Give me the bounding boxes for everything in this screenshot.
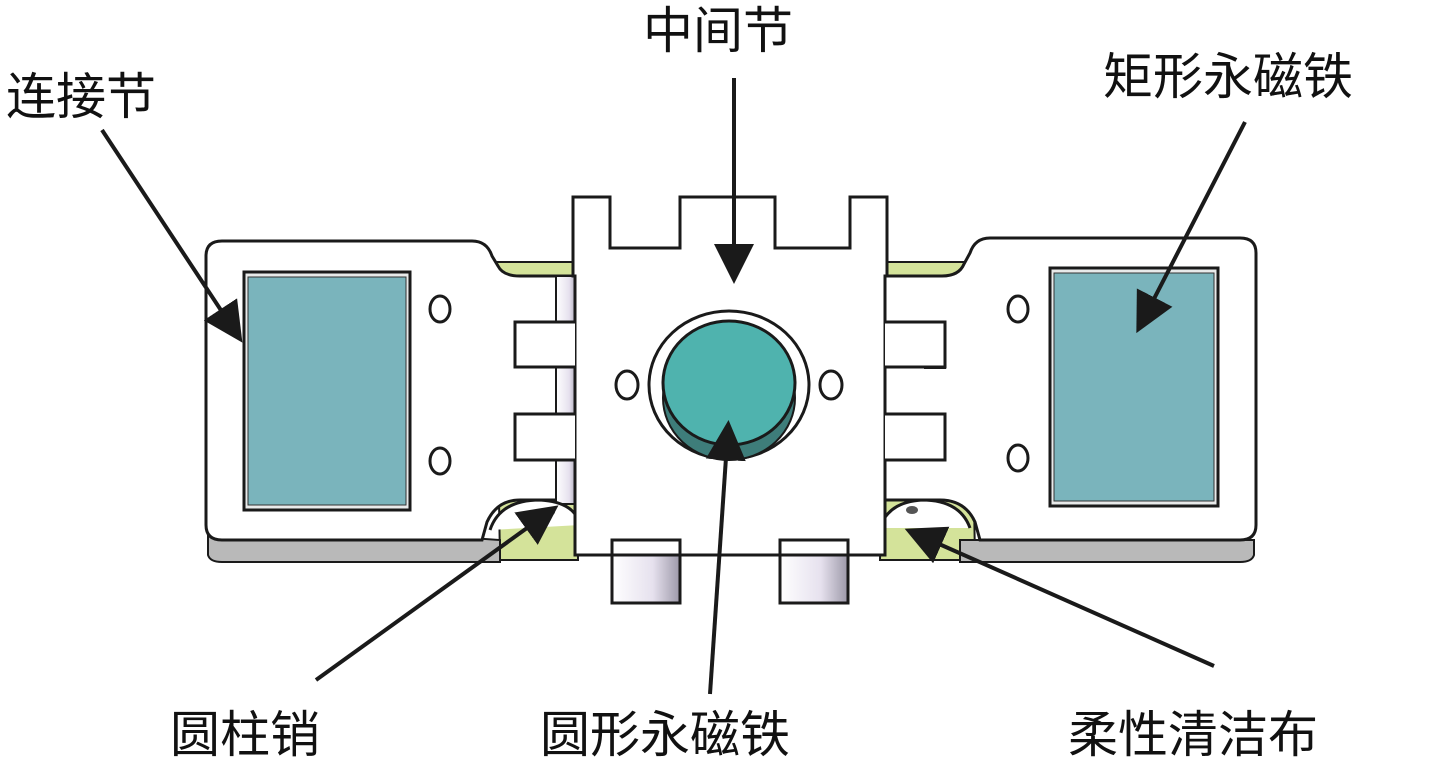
label-round-magnet: 圆形永磁铁 (540, 706, 790, 764)
middle-link-finger (513, 320, 575, 369)
pin-hole-icon (428, 294, 452, 324)
left-rectangular-magnet-face (247, 276, 407, 506)
label-connecting-link: 连接节 (6, 68, 156, 126)
label-flexible-cleaning-cloth: 柔性清洁布 (1068, 706, 1318, 764)
middle-link-finger (513, 412, 575, 462)
arrow (705, 420, 746, 695)
arrow (904, 526, 1215, 668)
magnet-disc-icon (661, 319, 797, 447)
leader-lines (100, 78, 1247, 695)
right-connecting-link (878, 236, 1258, 563)
label-cylindrical-pin: 圆柱销 (170, 706, 320, 764)
middle-link-finger (885, 320, 947, 369)
middle-link (513, 195, 947, 605)
arrow (314, 505, 559, 682)
middle-link-bottom-tab (610, 553, 682, 605)
middle-link-finger (885, 412, 947, 462)
right-link-shadow (959, 539, 1255, 563)
pin-hole-icon (428, 446, 452, 476)
pin-hole-icon (1006, 443, 1030, 473)
pin-hole-icon (1006, 294, 1030, 324)
arrow (100, 128, 243, 343)
label-rectangular-magnet: 矩形永磁铁 (1103, 48, 1353, 106)
label-middle-link: 中间节 (643, 2, 793, 60)
cylindrical-pin-icon (906, 506, 918, 514)
middle-link-bottom-tab (778, 553, 850, 605)
pin-hole-icon (818, 369, 844, 401)
pin-hole-icon (614, 369, 640, 401)
left-connecting-link (204, 239, 582, 563)
arrow (1136, 121, 1247, 334)
right-rectangular-magnet-face (1053, 272, 1215, 502)
right-cylindrical-pin-seat (878, 498, 972, 529)
